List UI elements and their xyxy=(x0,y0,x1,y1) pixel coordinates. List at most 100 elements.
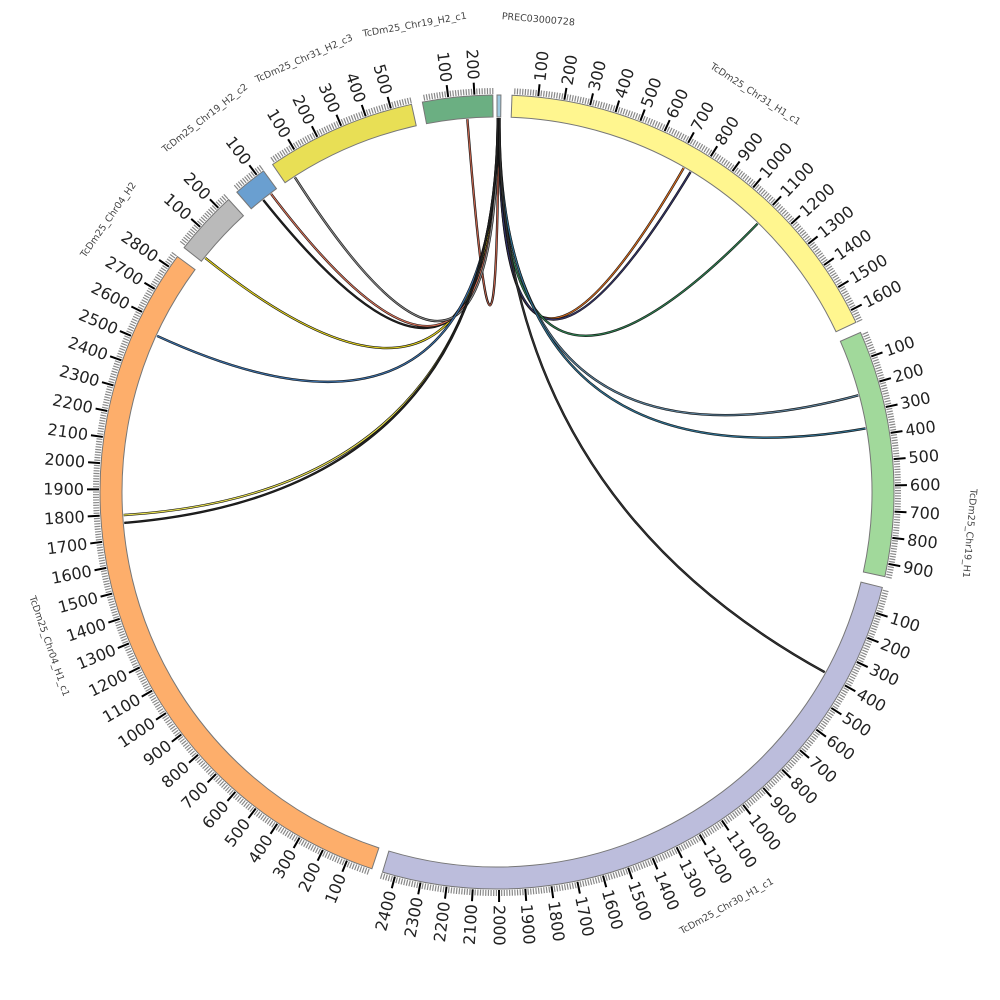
major-tick xyxy=(335,114,343,127)
minor-tick xyxy=(106,388,113,392)
minor-tick xyxy=(143,294,150,299)
minor-tick xyxy=(604,874,608,881)
minor-tick xyxy=(659,123,663,130)
major-tick xyxy=(88,461,101,465)
minor-tick xyxy=(887,413,894,416)
minor-tick xyxy=(353,114,357,121)
minor-tick xyxy=(750,180,756,187)
tick-label: 500 xyxy=(637,75,666,110)
minor-tick xyxy=(249,806,255,813)
tick-label: 500 xyxy=(908,446,940,467)
minor-tick xyxy=(349,862,353,869)
minor-tick xyxy=(248,172,253,179)
minor-tick xyxy=(341,859,346,866)
minor-tick xyxy=(891,439,898,442)
minor-tick xyxy=(328,124,333,131)
major-tick xyxy=(130,305,143,313)
minor-tick xyxy=(563,884,567,891)
minor-tick xyxy=(599,101,603,108)
minor-tick xyxy=(159,710,165,715)
minor-tick xyxy=(97,554,105,557)
tick-label: 1500 xyxy=(624,879,655,924)
minor-tick xyxy=(680,133,685,140)
minor-tick xyxy=(345,116,350,123)
minor-tick xyxy=(721,158,726,164)
minor-tick xyxy=(840,288,847,293)
minor-tick xyxy=(770,198,776,204)
minor-tick xyxy=(119,347,126,351)
minor-tick xyxy=(375,106,379,113)
minor-tick xyxy=(101,406,109,410)
minor-tick xyxy=(812,246,819,251)
segment-label: TcDm25_Chr31_H1_c1 xyxy=(707,61,802,128)
major-tick xyxy=(856,661,869,668)
minor-tick xyxy=(382,873,386,880)
minor-tick xyxy=(221,782,227,788)
minor-tick xyxy=(729,813,735,820)
minor-tick xyxy=(630,866,634,873)
minor-tick xyxy=(204,212,210,218)
minor-tick xyxy=(642,115,646,122)
minor-tick xyxy=(258,164,264,171)
minor-tick xyxy=(307,843,312,850)
major-tick xyxy=(675,846,683,859)
minor-tick xyxy=(453,887,455,894)
minor-tick xyxy=(815,250,822,255)
minor-tick xyxy=(303,841,308,848)
minor-tick xyxy=(106,385,113,389)
minor-tick xyxy=(893,526,900,529)
tick-label: 2500 xyxy=(76,305,121,338)
minor-tick xyxy=(738,807,744,814)
minor-tick xyxy=(217,779,223,785)
tick-label: 200 xyxy=(462,49,483,81)
major-tick xyxy=(892,536,905,541)
minor-tick xyxy=(277,152,282,159)
minor-tick xyxy=(768,196,774,202)
minor-tick xyxy=(858,656,865,661)
minor-tick xyxy=(828,267,834,273)
minor-tick xyxy=(246,174,251,181)
minor-tick xyxy=(153,701,160,706)
tick-label: 500 xyxy=(370,62,396,97)
minor-tick xyxy=(136,671,143,676)
minor-tick xyxy=(540,887,543,894)
minor-tick xyxy=(224,786,230,792)
minor-tick xyxy=(649,859,654,866)
major-tick xyxy=(875,612,888,618)
tick-label: 900 xyxy=(139,736,175,770)
minor-tick xyxy=(305,842,310,849)
minor-tick xyxy=(622,108,626,115)
minor-tick xyxy=(169,725,176,731)
minor-tick xyxy=(131,318,138,322)
tick-label: 300 xyxy=(269,846,301,882)
minor-tick xyxy=(138,303,145,308)
minor-tick xyxy=(129,657,136,661)
minor-tick xyxy=(101,572,108,575)
major-tick xyxy=(837,280,850,288)
minor-tick xyxy=(138,676,145,681)
major-tick xyxy=(781,768,792,779)
minor-tick xyxy=(134,313,140,318)
link-chr19-h1 xyxy=(498,118,866,439)
major-tick xyxy=(742,804,752,815)
minor-tick xyxy=(346,861,350,868)
minor-tick xyxy=(94,530,102,533)
minor-tick xyxy=(836,281,843,286)
minor-tick xyxy=(764,192,770,199)
minor-tick xyxy=(113,362,120,366)
minor-tick xyxy=(330,123,335,130)
minor-tick xyxy=(543,887,545,894)
minor-tick xyxy=(103,398,110,402)
minor-tick xyxy=(756,185,762,192)
minor-tick xyxy=(98,424,105,428)
minor-tick xyxy=(304,136,309,143)
minor-tick xyxy=(862,331,869,336)
minor-tick xyxy=(318,128,323,135)
minor-tick xyxy=(878,376,885,380)
minor-tick xyxy=(760,189,766,195)
minor-tick xyxy=(556,885,559,892)
tick-label: 600 xyxy=(823,731,859,764)
major-tick xyxy=(537,84,541,97)
tick-label: 1400 xyxy=(64,615,109,646)
minor-tick xyxy=(383,103,387,111)
